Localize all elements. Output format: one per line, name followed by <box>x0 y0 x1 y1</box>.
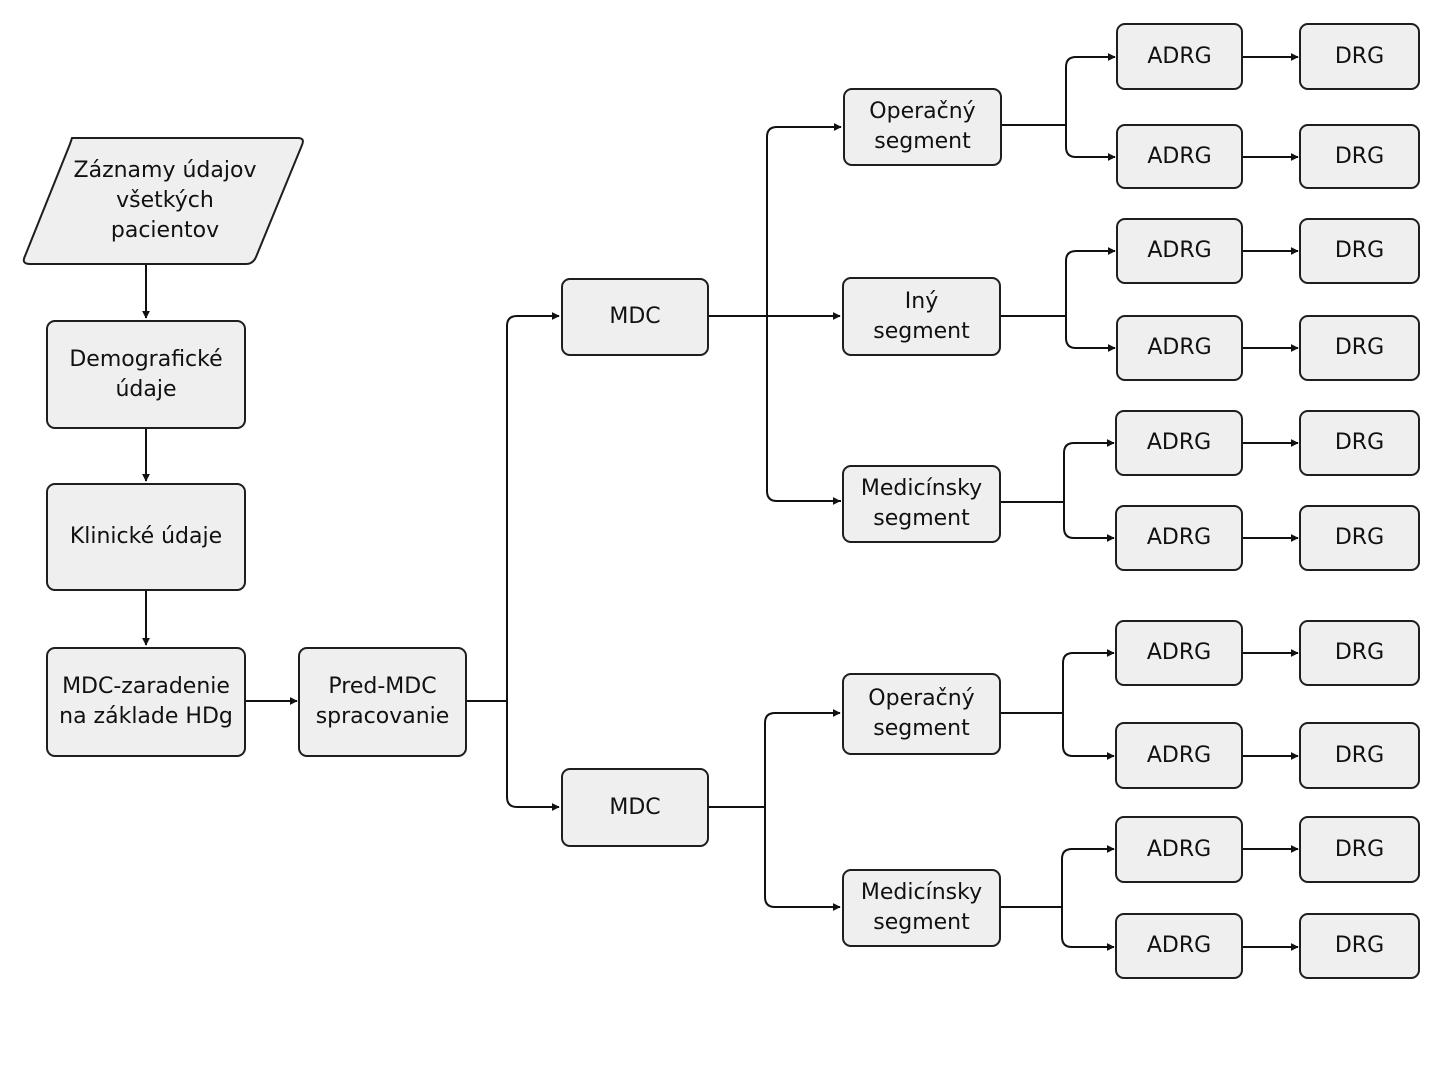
segment-label-line1: Medicínsky <box>860 880 983 905</box>
adrg-label: ADRG <box>1146 430 1212 455</box>
drg-label: DRG <box>1334 525 1385 550</box>
segment-surgical-bottom: Operačný segment <box>842 673 1001 755</box>
adrg-box: ADRG <box>1115 620 1243 686</box>
adrg-box: ADRG <box>1115 913 1243 979</box>
adrg-box: ADRG <box>1116 315 1243 381</box>
mdc-assignment-box: MDC-zaradenie na základe HDg <box>46 647 246 757</box>
segment-label-line2: segment <box>873 318 970 344</box>
segment-label-line2: segment <box>873 506 970 531</box>
pre-mdc-label-line2: spracovanie <box>315 704 450 729</box>
drg-box: DRG <box>1299 315 1420 381</box>
drg-label: DRG <box>1334 430 1385 455</box>
mdc-assignment-label-line1: MDC-zaradenie <box>62 674 230 699</box>
adrg-label: ADRG <box>1146 742 1212 768</box>
adrg-label: ADRG <box>1146 640 1212 665</box>
drg-box: DRG <box>1299 218 1420 284</box>
segment-surgical-top: Operačný segment <box>843 88 1002 166</box>
adrg-label: ADRG <box>1147 43 1212 69</box>
segment-other-top: Iný segment <box>842 277 1001 356</box>
clinical-data-box: Klinické údaje <box>46 483 246 591</box>
segment-label-line1: Operačný <box>869 99 976 124</box>
adrg-label: ADRG <box>1146 933 1212 958</box>
mdc-top-label: MDC <box>609 304 661 329</box>
adrg-label: ADRG <box>1147 143 1212 169</box>
adrg-label: ADRG <box>1146 525 1212 550</box>
pre-mdc-label-line1: Pred-MDC <box>328 674 437 699</box>
segment-label-line1: Operačný <box>868 686 975 711</box>
clinical-label: Klinické údaje <box>69 524 223 549</box>
drg-box: DRG <box>1299 410 1420 476</box>
drg-box: DRG <box>1299 505 1420 571</box>
mdc-bottom-label: MDC <box>609 794 661 820</box>
drg-label: DRG <box>1334 43 1385 69</box>
demographic-label-line1: Demografické <box>69 346 223 372</box>
segment-medical-bottom: Medicínsky segment <box>842 869 1001 947</box>
input-label-line2: všetkých <box>116 188 214 213</box>
segment-label-line1: Medicínsky <box>860 476 983 501</box>
drg-box: DRG <box>1299 722 1420 789</box>
adrg-box: ADRG <box>1115 410 1243 476</box>
drg-box: DRG <box>1299 913 1420 979</box>
drg-box: DRG <box>1299 23 1420 90</box>
adrg-label: ADRG <box>1146 836 1212 862</box>
input-parallelogram-shape <box>22 137 304 265</box>
adrg-box: ADRG <box>1116 218 1243 284</box>
drg-label: DRG <box>1334 836 1385 862</box>
mdc-box-top: MDC <box>561 278 709 356</box>
patient-records-input: Záznamy údajov všetkých pacientov <box>60 140 270 262</box>
mdc-box-bottom: MDC <box>561 768 709 847</box>
adrg-label: ADRG <box>1147 238 1212 263</box>
segment-label-line2: segment <box>874 129 971 154</box>
adrg-label: ADRG <box>1147 335 1212 360</box>
segment-label-line1: Iný <box>904 288 939 314</box>
adrg-box: ADRG <box>1116 124 1243 189</box>
input-label-line3: pacientov <box>110 218 220 243</box>
demographic-label-line2: údaje <box>115 376 177 402</box>
adrg-box: ADRG <box>1116 23 1243 90</box>
pre-mdc-processing-box: Pred-MDC spracovanie <box>298 647 467 757</box>
mdc-assignment-label-line2: na základe HDg <box>59 704 233 729</box>
segment-label-line2: segment <box>873 910 970 935</box>
drg-label: DRG <box>1334 742 1385 768</box>
adrg-box: ADRG <box>1115 505 1243 571</box>
drg-label: DRG <box>1334 640 1385 665</box>
input-label-line1: Záznamy údajov <box>73 158 257 183</box>
drg-label: DRG <box>1334 335 1385 360</box>
drg-label: DRG <box>1334 933 1385 958</box>
segment-label-line2: segment <box>873 716 970 741</box>
adrg-box: ADRG <box>1115 816 1243 883</box>
drg-box: DRG <box>1299 816 1420 883</box>
adrg-box: ADRG <box>1115 722 1243 789</box>
drg-box: DRG <box>1299 620 1420 686</box>
drg-box: DRG <box>1299 124 1420 189</box>
segment-medical-top: Medicínsky segment <box>842 465 1001 543</box>
demographic-data-box: Demografické údaje <box>46 320 246 429</box>
drg-label: DRG <box>1334 143 1385 169</box>
drg-label: DRG <box>1334 238 1385 263</box>
